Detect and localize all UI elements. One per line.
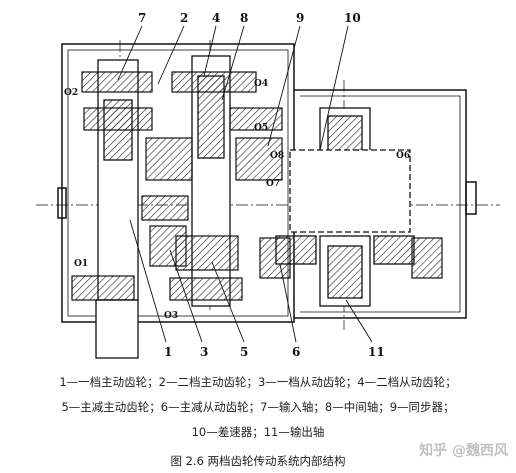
callout-bottom-1: 1 [164, 345, 172, 359]
gear-2-upper [81, 71, 153, 93]
gear-6-right [411, 237, 443, 279]
callout-o7: O7 [266, 179, 280, 189]
callout-top-4: 4 [212, 11, 220, 25]
callout-o8: O8 [270, 151, 284, 161]
bearing-o1 [71, 275, 135, 301]
gear-4-lower [229, 107, 283, 131]
callout-bottom-5: 5 [240, 345, 248, 359]
differential [275, 107, 415, 307]
callout-top-2: 2 [180, 11, 188, 25]
input-shaft [95, 59, 139, 359]
callout-top-8: 8 [240, 11, 248, 25]
watermark: 知乎 @魏西风 [419, 443, 508, 459]
callout-top-7: 7 [138, 11, 146, 25]
gear-9-right [235, 137, 283, 181]
callout-top-9: 9 [296, 11, 304, 25]
callout-top-10: 10 [344, 11, 361, 25]
callout-o3: O3 [164, 311, 178, 321]
callout-bottom-6: 6 [292, 345, 300, 359]
gear-2-lower [83, 107, 153, 131]
gear-blocks [71, 71, 443, 301]
legend-line-2: 5—主减主动齿轮；6—主减从动齿轮；7—输入轴；8—中间轴；9—同步器； [61, 400, 455, 414]
leader-lines [117, 25, 373, 343]
bearing-o3 [169, 277, 243, 301]
legend-line-3: 10—差速器；11—输出轴 [191, 425, 325, 439]
gear-9-synchro [145, 137, 193, 181]
gearbox-section-drawing: 7 2 4 8 9 10 1 3 5 6 11 O2 O4 O8 O5 O6 O… [36, 11, 500, 360]
gear-5 [175, 235, 239, 271]
gear-1 [141, 195, 189, 221]
callout-o1: O1 [74, 259, 88, 269]
callout-o5: O5 [254, 123, 268, 133]
callout-o2: O2 [64, 88, 78, 98]
callout-o6: O6 [396, 151, 410, 161]
callout-numbers: 7 2 4 8 9 10 1 3 5 6 11 O2 O4 O8 O5 O6 O… [64, 11, 410, 359]
figure-caption: 图 2.6 两档齿轮传动系统内部结构 [170, 454, 346, 468]
callout-bottom-11: 11 [368, 345, 385, 359]
gear-4-upper [171, 71, 257, 93]
legend-line-1: 1—一档主动齿轮；2—二档主动齿轮；3—一档从动齿轮；4—二档从动齿轮； [59, 375, 457, 389]
callout-bottom-3: 3 [200, 345, 208, 359]
callout-o4: O4 [254, 79, 268, 89]
